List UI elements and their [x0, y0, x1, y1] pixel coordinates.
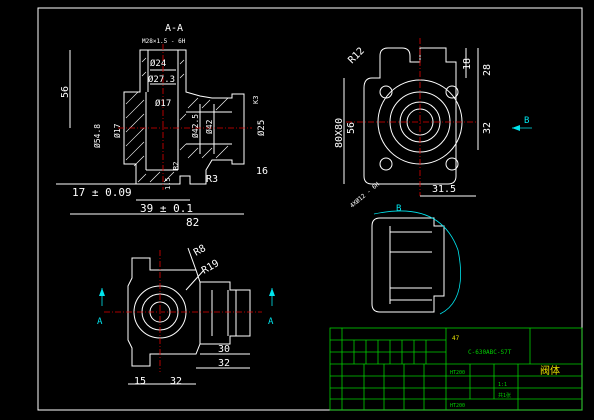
dim-d24: Ø24	[150, 58, 166, 69]
dim-r12: R12	[346, 46, 367, 67]
thread-label: M28×1.5 - 6H	[142, 38, 186, 45]
dim-28: 28	[482, 64, 493, 76]
dim-30: 30	[218, 344, 230, 355]
side-view: R12 18 28 80X80 56 32 31.5 4XØ12 - 6H B	[334, 38, 532, 210]
title-block: 47 C-630ABC-S7T 阀体 HT200 1:1 共1张 HT200	[329, 327, 583, 411]
dim-18: 18	[462, 58, 473, 70]
dim-17-09: 17 ± 0.09	[72, 186, 132, 199]
dim-15: 15	[134, 376, 146, 387]
section-title: A-A	[165, 23, 183, 34]
section-mark-left: A	[97, 317, 103, 327]
dim-16: 16	[256, 166, 268, 177]
title-material: HT200	[450, 370, 465, 376]
dim-d27: Ø27.3	[148, 74, 175, 85]
dim-31-5: 31.5	[432, 184, 456, 195]
dim-d17-left: Ø17	[112, 123, 122, 138]
title-sheet: 共1张	[498, 392, 511, 399]
section-mark-left-arrow	[99, 288, 105, 296]
dim-d54: Ø54.8	[92, 124, 102, 148]
section-hatching	[125, 57, 229, 183]
dim-39-01: 39 ± 0.1	[140, 202, 193, 215]
section-view-a-a: A-A M28×1.5 - 6H	[56, 23, 268, 229]
view-b: B	[371, 204, 461, 315]
bolt-hole-3	[445, 85, 459, 99]
drawing-border	[37, 7, 583, 411]
section-outline	[123, 49, 245, 185]
title-drawing-number: C-630ABC-S7T	[468, 349, 512, 356]
dim-56-side: 56	[346, 122, 357, 134]
dim-k3: K3	[252, 96, 260, 104]
title-company: HT200	[450, 403, 465, 409]
dim-32-bottom: 32	[170, 376, 182, 387]
dim-56-group: 56	[60, 50, 71, 128]
bolt-hole-2	[379, 157, 393, 171]
view-b-break-arc	[373, 210, 461, 315]
view-b-arrowhead	[512, 125, 520, 131]
title-small-mark: 47	[452, 335, 460, 342]
dim-r3: R3	[206, 174, 218, 185]
view-b-outline	[371, 217, 445, 313]
dim-32-mid: 32	[218, 358, 230, 369]
dim-r8: R8	[192, 243, 208, 259]
section-mark-right-arrow	[269, 288, 275, 296]
dim-d42-5: Ø42.5	[190, 114, 200, 138]
dim-d17-top: Ø17	[155, 98, 171, 109]
dim-1-5: 1.5	[164, 177, 172, 190]
dim-r2: R2	[172, 162, 180, 170]
dim-r19: R19	[200, 258, 221, 277]
dim-r8-leader	[187, 247, 197, 271]
bolt-hole-4	[445, 157, 459, 171]
side-outline	[363, 47, 457, 185]
plan-view: R8 R19 30 32 15 32 A A	[97, 243, 275, 387]
title-block-frame	[329, 327, 583, 411]
title-part-name: 阀体	[540, 364, 560, 377]
dim-d25: Ø25	[256, 120, 267, 136]
dim-32-side: 32	[482, 122, 493, 134]
dim-bolt-holes: 4XØ12 - 6H	[349, 181, 381, 210]
plan-outline	[127, 257, 251, 367]
section-mark-right: A	[268, 317, 274, 327]
title-scale: 1:1	[498, 382, 507, 388]
dim-80x80: 80X80	[334, 118, 345, 148]
bolt-hole-1	[379, 85, 393, 99]
dim-d42: Ø42	[204, 119, 214, 134]
dim-56: 56	[60, 86, 71, 98]
dim-r19-leader	[185, 269, 205, 291]
view-b-arrow-label: B	[524, 116, 529, 126]
view-b-label: B	[396, 204, 401, 214]
view-b-inner	[389, 226, 432, 304]
plan-details	[199, 282, 237, 344]
dim-82: 82	[186, 216, 199, 229]
